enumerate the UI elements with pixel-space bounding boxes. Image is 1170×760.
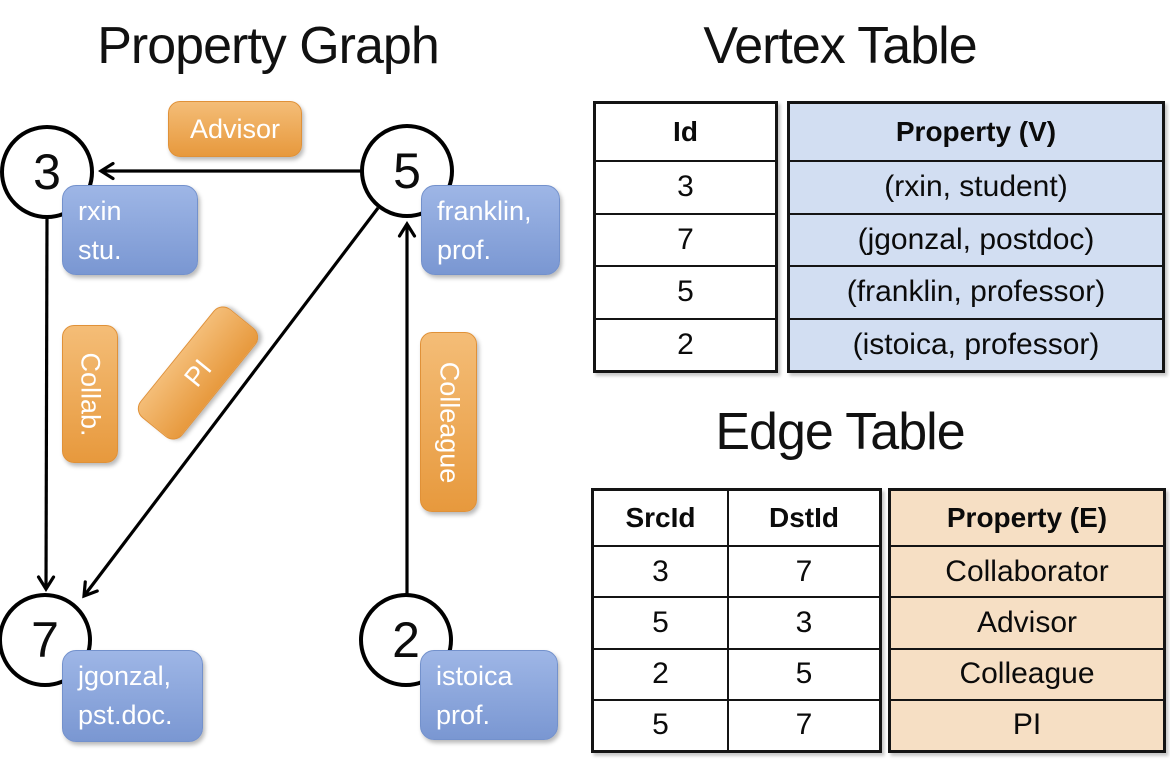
vertex-table-id-cell: 3: [596, 160, 775, 213]
edge-label-advisor: Advisor: [168, 101, 302, 157]
edge-label-collab: Collab.: [62, 325, 118, 463]
edge-table-dstid-cell: 5: [727, 647, 879, 699]
vertex-property-line: pst.doc.: [78, 700, 173, 730]
edge-table-dstid-header: DstId: [727, 491, 879, 545]
vertex-table-id-cell: 7: [596, 212, 775, 266]
vertex-property-box-5: franklin, prof.: [421, 185, 560, 275]
vertex-property-box-7: jgonzal, pst.doc.: [62, 650, 203, 742]
edge-pi-5-to-7: [84, 207, 380, 596]
vertex-node-3-id: 3: [33, 144, 61, 200]
edge-table-srcid-cell: 5: [594, 698, 727, 750]
vertex-table-property-column: Property (V) (rxin, student) (jgonzal, p…: [787, 101, 1165, 373]
vertex-property-line: istoica: [436, 661, 513, 691]
edge-label-pi-text: PI: [177, 353, 218, 393]
vertex-node-5-id: 5: [393, 143, 421, 199]
edge-table-property-cell: Advisor: [891, 596, 1163, 647]
vertex-property-line: jgonzal,: [78, 661, 172, 691]
vertex-property-line: prof.: [437, 235, 492, 265]
property-graph-title: Property Graph: [97, 17, 440, 75]
edge-label-colleague: Colleague: [420, 332, 477, 512]
vertex-table-property-header: Property (V): [895, 116, 1057, 147]
edge-collab-3-to-7: [46, 216, 47, 589]
edge-table-property-column: Property (E) Collaborator Advisor Collea…: [888, 488, 1166, 753]
edge-table-property-cell: Colleague: [891, 647, 1163, 699]
vertex-table-id-header: Id: [673, 116, 698, 147]
vertex-node-3: 3: [0, 125, 94, 219]
edge-table-dstid-cell: 3: [727, 596, 879, 648]
edge-table-property-header: Property (E): [946, 502, 1108, 533]
vertex-property-line: franklin,: [437, 196, 532, 226]
edge-table-srcid-cell: 3: [594, 545, 727, 596]
edge-table-dstid-cell: 7: [727, 545, 879, 597]
vertex-table-id-cell: 2: [596, 317, 775, 371]
edge-table-title: Edge Table: [715, 403, 965, 461]
vertex-table-id-cell: 5: [596, 265, 775, 318]
vertex-table-title: Vertex Table: [703, 17, 977, 75]
vertex-node-2-id: 2: [392, 612, 420, 668]
edge-label-collab-text: Collab.: [75, 351, 106, 437]
vertex-property-box-3: rxin stu.: [62, 185, 198, 275]
edge-table-property-cell: Collaborator: [891, 545, 1163, 596]
edge-table-srcid-cell: 5: [594, 596, 727, 647]
edge-label-colleague-text: Colleague: [434, 361, 464, 483]
edge-table-srcid-cell: 2: [594, 647, 727, 699]
vertex-table-property-cell: (rxin, student): [790, 160, 1162, 213]
vertex-table-property-cell: (istoica, professor): [790, 317, 1162, 371]
edge-table-id-columns: SrcId DstId 3 7 5 3 2 5 5 7: [591, 488, 882, 753]
edge-table-srcid-header: SrcId: [625, 502, 696, 533]
vertex-table-id-column: Id 3 7 5 2: [593, 101, 778, 373]
edge-table-property-cell: PI: [891, 698, 1163, 750]
vertex-property-box-2: istoica prof.: [420, 650, 558, 740]
vertex-property-line: stu.: [78, 235, 122, 265]
edge-label-advisor-text: Advisor: [189, 113, 281, 144]
vertex-table-property-cell: (jgonzal, postdoc): [790, 212, 1162, 266]
vertex-node-7-id: 7: [31, 612, 59, 668]
vertex-property-line: rxin: [78, 196, 122, 226]
vertex-property-line: prof.: [436, 700, 491, 730]
vertex-table-property-cell: (franklin, professor): [790, 265, 1162, 318]
edge-table-dstid-cell: 7: [727, 698, 879, 750]
